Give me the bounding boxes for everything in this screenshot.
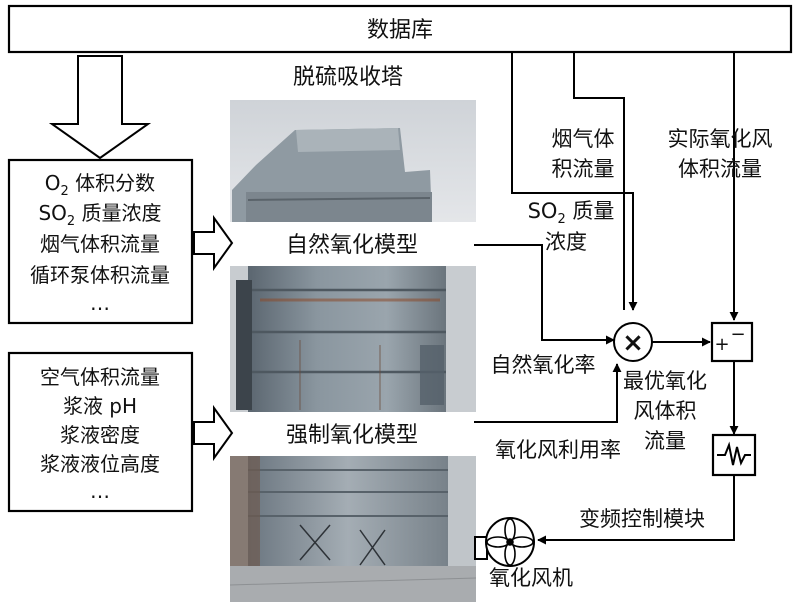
waveform-icon — [717, 441, 751, 466]
absorber-tower-photo — [229, 100, 477, 602]
so2-conc-label-2: 浓度 — [545, 230, 587, 254]
air-utilization-label: 氧化风利用率 — [495, 438, 621, 462]
fan-label: 氧化风机 — [489, 566, 573, 590]
actual-air-flow-label-1: 实际氧化风 — [668, 127, 773, 151]
database-down-hollow-arrow — [48, 55, 152, 160]
forced-inputs-box: 空气体积流量 浆液 pH 浆液密度 浆液液位高度 … — [7, 351, 194, 513]
forced-input-air: 空气体积流量 — [40, 365, 160, 389]
database-label: 数据库 — [367, 18, 433, 43]
forced-oxidation-model-label: 强制氧化模型 — [286, 423, 418, 448]
natural-oxidation-model-label: 自然氧化模型 — [286, 233, 418, 258]
plus-sign: + — [714, 334, 729, 355]
vfd-control-line — [537, 475, 735, 545]
tower-title: 脱硫吸收塔 — [293, 65, 403, 90]
natural-rate-line — [474, 244, 615, 345]
natural-input-o2: O2 体积分数 — [45, 171, 155, 199]
natural-input-so2: SO2 质量浓度 — [38, 201, 161, 229]
optimal-air-flow-label-2: 风体积 — [634, 399, 697, 423]
forced-input-ph: 浆液 pH — [63, 394, 137, 418]
forced-input-ellipsis: … — [90, 479, 110, 503]
multiply-icon: × — [622, 328, 644, 358]
natural-rate-label: 自然氧化率 — [491, 353, 596, 377]
natural-inputs-box: O2 体积分数 SO2 质量浓度 烟气体积流量 循环泵体积流量 … — [7, 158, 194, 325]
multiplier-node: × — [613, 322, 653, 362]
so2-conc-label-1: SO2 质量 — [528, 199, 615, 227]
forced-input-density: 浆液密度 — [60, 423, 140, 447]
minus-sign: − — [730, 324, 745, 345]
fluegas-flow-label-1: 烟气体 — [552, 127, 615, 151]
actual-air-flow-label-2: 体积流量 — [678, 157, 762, 181]
natural-input-pump: 循环泵体积流量 — [30, 263, 170, 287]
optimal-air-flow-label-3: 流量 — [644, 429, 686, 453]
oxidation-fan — [474, 517, 535, 567]
fluegas-flow-label-2: 积流量 — [552, 157, 615, 181]
comparator-box: + − — [710, 321, 754, 363]
database-box: 数据库 — [7, 4, 793, 54]
natural-input-ellipsis: … — [90, 291, 110, 315]
vfd-module-label: 变频控制模块 — [579, 507, 705, 531]
natural-model-hollow-arrow — [193, 214, 234, 272]
fluegas-signal-line — [573, 52, 625, 310]
air-utilization-line — [474, 363, 622, 423]
forced-model-hollow-arrow — [193, 404, 234, 462]
waveform-block — [711, 433, 757, 477]
so2-signal-line — [511, 52, 638, 311]
fan-icon — [486, 518, 534, 566]
natural-input-fluegas: 烟气体积流量 — [40, 232, 160, 256]
optimal-air-flow-label-1: 最优氧化 — [623, 369, 707, 393]
forced-input-level: 浆液液位高度 — [40, 452, 160, 476]
